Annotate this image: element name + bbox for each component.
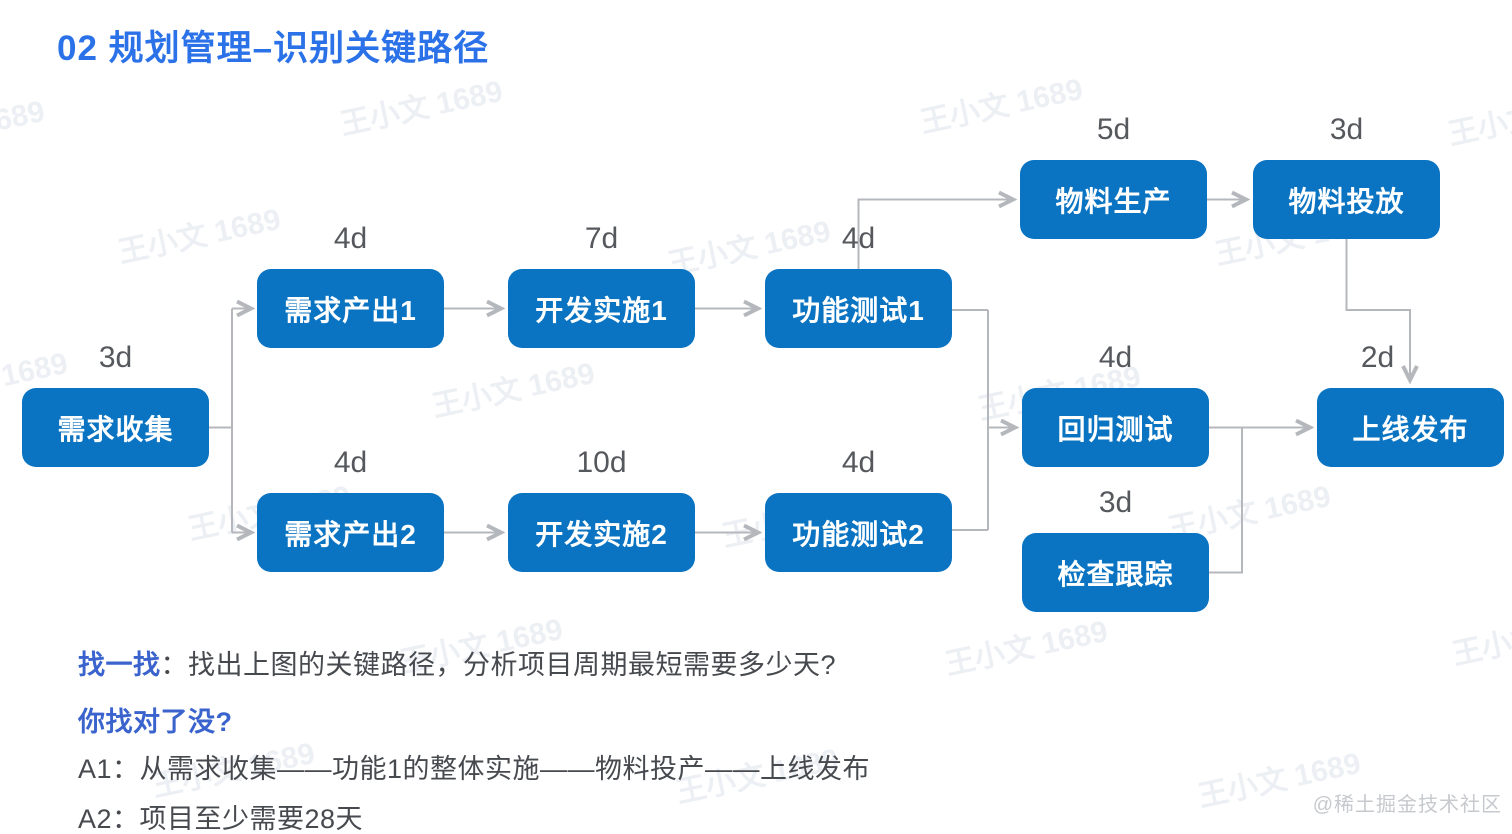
node-label: 开发实施1 [535,294,668,326]
node-dev-impl-2: 开发实施2 [508,493,695,572]
duration-label-regression-test: 4d [1098,341,1133,374]
node-regression-test: 回归测试 [1022,388,1209,467]
node-label: 需求产出1 [284,294,417,326]
node-label: 物料投放 [1288,185,1405,217]
duration-label-func-test-2: 4d [841,446,876,479]
duration-label-req-out-2: 4d [333,446,368,479]
duration-label-release: 2d [1360,341,1395,374]
node-label: 上线发布 [1352,413,1469,445]
node-req-out-2: 需求产出2 [257,493,444,572]
duration-label-dev-impl-2: 10d [576,446,627,479]
node-func-test-2: 功能测试2 [765,493,952,572]
question-find: 找一找：找出上图的关键路径，分析项目周期最短需要多少天? [78,643,836,682]
node-dev-impl-1: 开发实施1 [508,269,695,348]
community-credit: @稀土掘金技术社区 [1312,794,1502,816]
page-title: 02 规划管理–识别关键路径 [57,29,490,68]
answer-1: A1：从需求收集——功能1的整体实施——物料投产——上线发布 [78,754,871,784]
question-check-heading: 你找对了没? [78,707,233,737]
question-find-text: ：找出上图的关键路径，分析项目周期最短需要多少天? [160,650,837,680]
node-label: 需求产出2 [284,518,417,550]
node-label: 需求收集 [57,413,174,445]
answer-2: A2：项目至少需要28天 [78,804,364,834]
connector-16 [1209,428,1243,574]
question-find-label: 找一找 [78,650,161,680]
node-req-out-1: 需求产出1 [257,269,444,348]
duration-label-material-production: 5d [1096,113,1131,146]
node-material-production: 物料生产 [1020,160,1207,239]
connector-8 [857,200,1014,269]
node-release: 上线发布 [1317,388,1504,467]
node-label: 物料生产 [1055,185,1172,217]
duration-label-dev-impl-1: 7d [584,222,619,255]
duration-label-check-tracking: 3d [1098,486,1133,519]
node-label: 功能测试1 [792,294,925,326]
duration-label-material-launch: 3d [1329,113,1364,146]
duration-label-func-test-1: 4d [841,222,876,255]
duration-label-req-out-1: 4d [333,222,368,255]
node-label: 开发实施2 [535,518,668,550]
node-check-tracking: 检查跟踪 [1022,533,1209,612]
connector-10 [1345,239,1411,380]
node-req-collect: 需求收集 [22,388,209,467]
duration-label-req-collect: 3d [98,341,133,374]
node-material-launch: 物料投放 [1253,160,1440,239]
node-label: 检查跟踪 [1057,558,1174,590]
node-label: 回归测试 [1057,413,1174,445]
node-label: 功能测试2 [792,518,925,550]
node-func-test-1: 功能测试1 [765,269,952,348]
